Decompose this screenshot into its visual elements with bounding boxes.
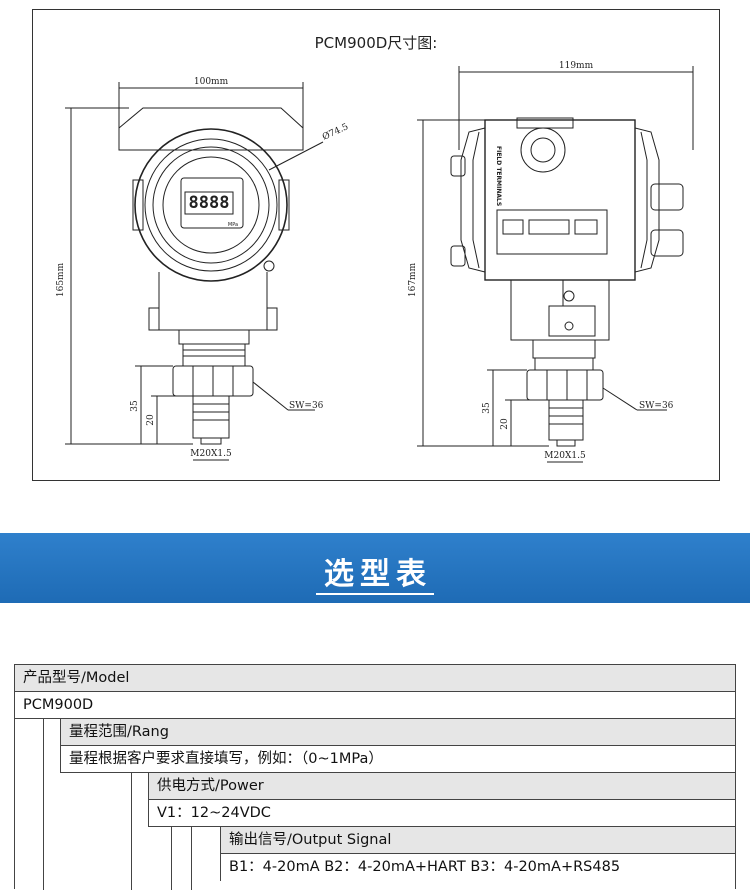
side-wrench-label: SW=36 (639, 401, 674, 411)
terminal-label: FIELD TERMINALS (495, 146, 502, 206)
front-wrench-label: SW=36 (289, 401, 324, 411)
output-header-row: 输出信号/Output Signal (220, 827, 735, 854)
tree-line-3 (171, 827, 172, 890)
power-header-row: 供电方式/Power (148, 773, 735, 800)
tree-line-4 (191, 827, 192, 890)
diameter-label: Ø74.5 (321, 121, 351, 143)
side-width-label: 119mm (559, 61, 594, 71)
range-header-row: 量程范围/Rang (60, 719, 735, 746)
tree-line-2 (131, 773, 132, 890)
side-thread-label: M20X1.5 (544, 451, 586, 461)
section-banner: 选型表 (0, 533, 750, 603)
range-value-row: 量程根据客户要求直接填写，例如：（0~1MPa） (60, 746, 735, 773)
side-view (417, 66, 694, 463)
lcd-digits: 8888 (189, 193, 230, 213)
front-thread-label: M20X1.5 (190, 449, 232, 459)
output-value-row: B1：4-20mA B2：4-20mA+HART B3：4-20mA+RS485 (220, 854, 735, 881)
front-20-label: 20 (146, 414, 156, 426)
drawing-canvas: 100mm 165mm Ø74.5 35 20 SW=36 M20X1.5 88… (56, 61, 694, 463)
power-value-row: V1：12~24VDC (148, 800, 735, 827)
selection-table: 产品型号/Model PCM900D 量程范围/Rang 量程根据客户要求直接填… (14, 664, 736, 890)
front-height-label: 165mm (56, 262, 66, 297)
side-20-label: 20 (500, 418, 510, 430)
front-view (65, 82, 324, 461)
front-width-label: 100mm (194, 77, 229, 87)
model-value-row: PCM900D (15, 692, 735, 719)
drawing-title: PCM900D尺寸图: (314, 34, 438, 52)
banner-title: 选型表 (0, 549, 750, 595)
dimension-drawing: PCM900D尺寸图: (32, 9, 720, 481)
tree-line-1 (43, 719, 44, 890)
model-header-row: 产品型号/Model (15, 665, 735, 692)
side-height-label: 167mm (408, 262, 418, 297)
side-35-label: 35 (482, 402, 492, 414)
front-35-label: 35 (130, 400, 140, 412)
lcd-unit: MPa (228, 222, 238, 228)
